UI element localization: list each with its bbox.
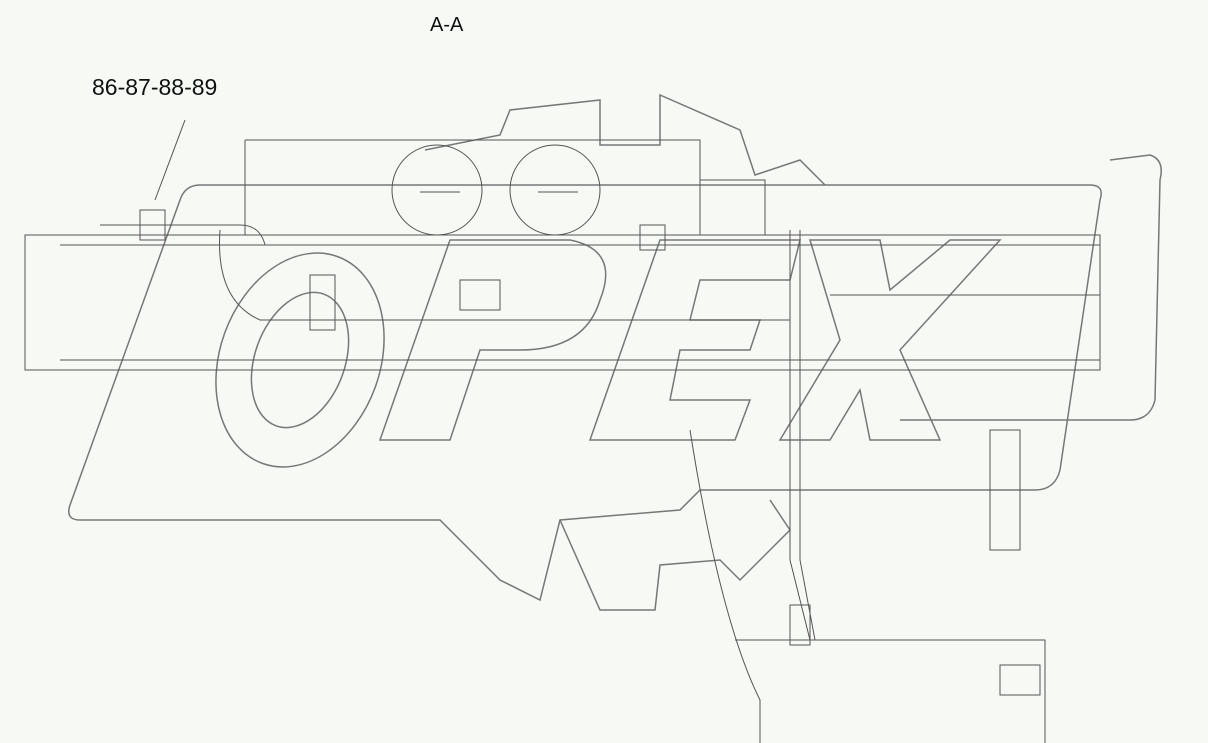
frame-structure xyxy=(24,139,1101,371)
hatch-covers xyxy=(391,144,601,236)
watermark-logo xyxy=(68,93,1162,611)
section-label: A-A xyxy=(430,14,464,36)
lower-assembly xyxy=(689,429,1046,743)
piping xyxy=(100,119,816,641)
callout-label: 86-87-88-89 xyxy=(92,74,218,100)
callout-leader xyxy=(154,119,186,201)
